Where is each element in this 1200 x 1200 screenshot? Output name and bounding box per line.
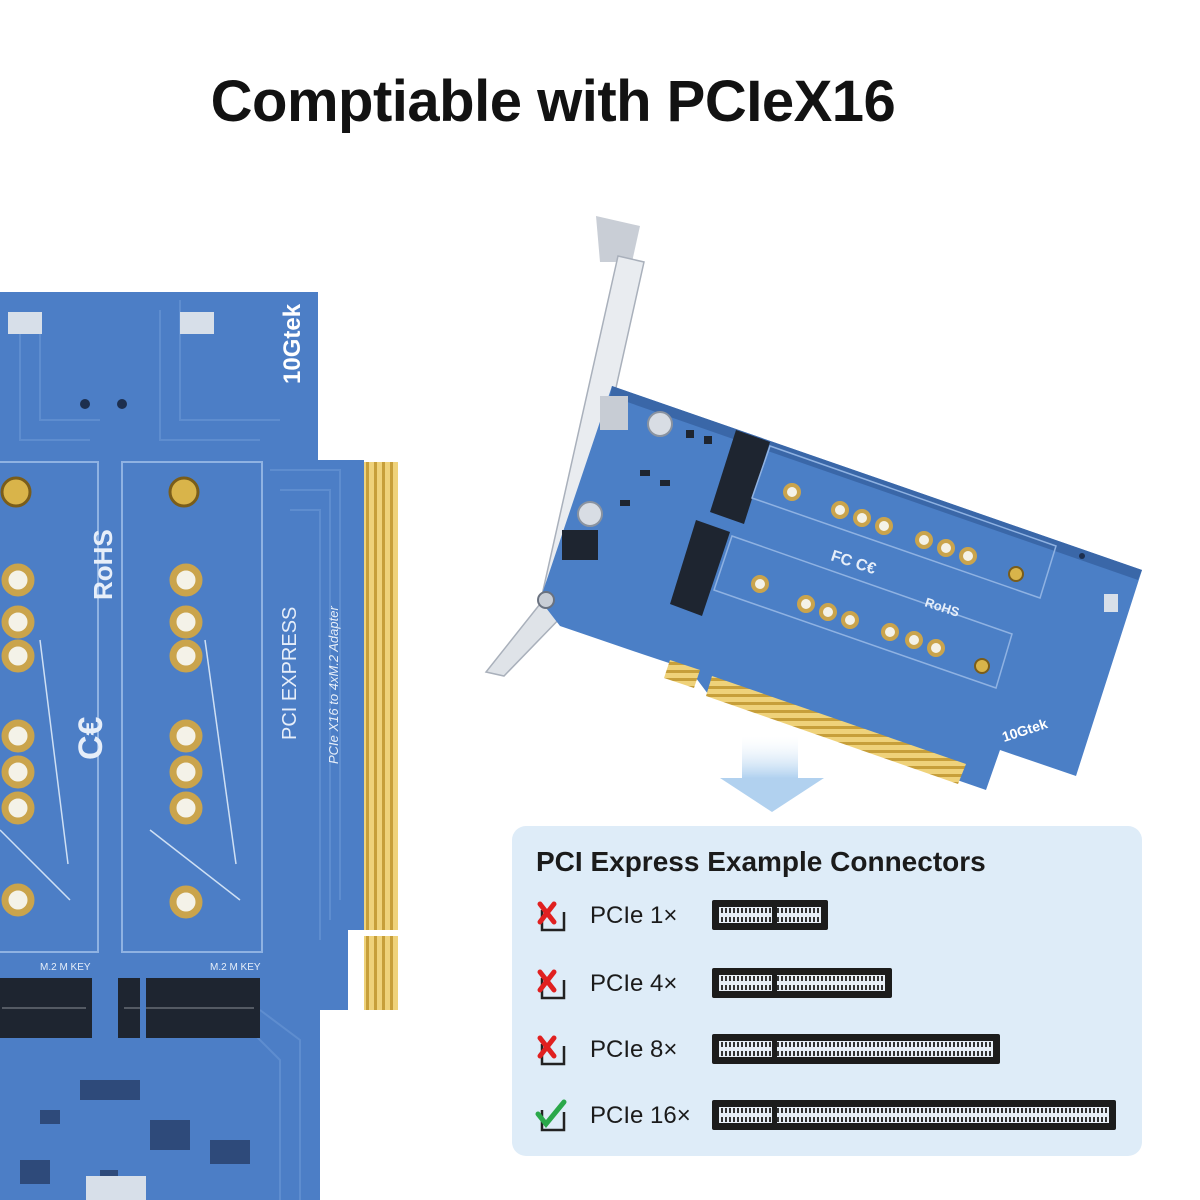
cross-icon: [537, 969, 566, 1000]
legend-row-label: PCIe 16×: [590, 1102, 691, 1129]
brand-marking-closeup: 10Gtek: [279, 303, 306, 384]
legend-row-label: PCIe 4×: [590, 970, 678, 997]
connector-slot-4x: [712, 968, 892, 998]
legend-row: PCIe 1×: [534, 898, 1134, 938]
adapter-marking: PCIe X16 to 4xM.2 Adapter: [326, 606, 341, 764]
product-card-3d: 10Gtek RoHS FC C€: [484, 216, 1142, 790]
legend-row: PCIe 4×: [534, 966, 1134, 1006]
cross-icon: [537, 1035, 566, 1066]
legend-row-label: PCIe 1×: [590, 902, 678, 929]
closeup-board: RoHS C€ 10Gtek PCI EXPRESS PCIe X16 to 4…: [0, 292, 398, 1200]
down-arrow: [720, 736, 824, 812]
connector-legend-panel: PCI Express Example Connectors PCIe 1× PC…: [512, 826, 1142, 1156]
key-marking: M.2 M KEY: [210, 962, 261, 973]
connector-slot-1x: [712, 900, 828, 930]
legend-row-label: PCIe 8×: [590, 1036, 678, 1063]
connector-slot-16x: [712, 1100, 1116, 1130]
rohs-marking: RoHS: [88, 529, 118, 600]
pcie-logo-marking: PCI EXPRESS: [279, 607, 301, 740]
cross-icon: [537, 901, 566, 932]
connector-slot-8x: [712, 1034, 1000, 1064]
svg-text:C€: C€: [72, 716, 110, 760]
svg-text:M.2 M KEY: M.2 M KEY: [40, 962, 91, 973]
legend-row: PCIe 16×: [534, 1098, 1134, 1138]
checkmark-icon: [535, 1099, 567, 1132]
page-headline: Comptiable with PCIeX16: [210, 69, 896, 134]
legend-title: PCI Express Example Connectors: [536, 846, 986, 877]
legend-row: PCIe 8×: [534, 1032, 1134, 1072]
